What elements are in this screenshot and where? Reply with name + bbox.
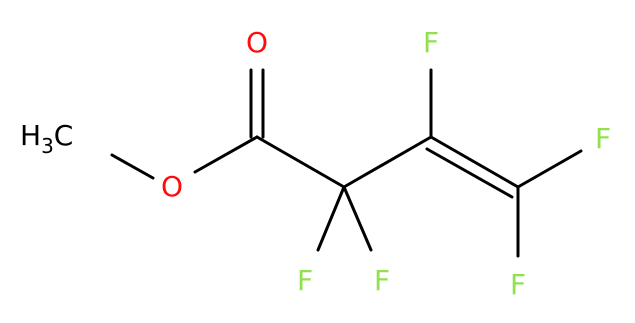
bond-c2-f-left — [316, 185, 346, 252]
methyl-subscript: 3 — [41, 134, 54, 158]
atom-labels: H3C O O F F F F F — [20, 26, 611, 301]
bond-c2-c3 — [342, 135, 433, 189]
bond-c4-f-right — [516, 149, 583, 189]
fluorine-c4-right-label: F — [595, 122, 611, 155]
bond-c3-c4-double-a — [429, 135, 520, 189]
methyl-c: C — [54, 119, 74, 152]
ester-oxygen-label: O — [161, 170, 183, 203]
methyl-h: H — [20, 119, 41, 152]
bond-c1-c2 — [255, 135, 346, 189]
bond-c2-f-right — [342, 185, 373, 252]
fluorine-c2-right-label: F — [374, 264, 390, 297]
bonds — [110, 68, 583, 258]
fluorine-c4-bottom-label: F — [510, 268, 526, 301]
bond-c3-c4-double-b — [425, 147, 514, 199]
fluorine-c3-label: F — [423, 26, 439, 59]
methyl-label: H3C — [20, 119, 73, 158]
bond-methyl-oxygen — [110, 153, 155, 180]
fluorine-c2-left-label: F — [297, 264, 313, 297]
bond-oxygen-carbonyl-carbon — [193, 135, 259, 174]
carbonyl-oxygen-label: O — [246, 26, 268, 59]
